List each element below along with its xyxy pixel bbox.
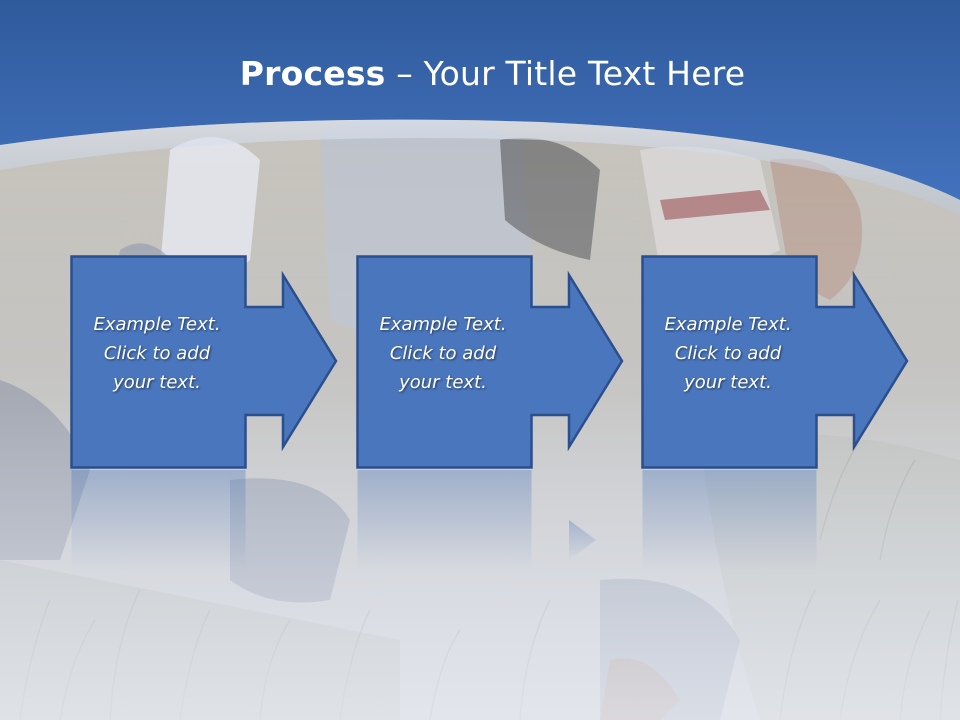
step-text-line: Click to add [674,343,782,364]
box-arrow-shape [641,255,909,469]
title-bold: Process [239,54,386,93]
step-text-line: Example Text. [379,314,507,335]
process-step-1[interactable]: Example Text. Click to add your text. [70,255,342,469]
step-text-line: your text. [113,372,201,393]
step-text-line: your text. [684,372,772,393]
slide-title[interactable]: Process – Your Title Text Here [0,52,960,96]
step-text-line: Example Text. [93,314,221,335]
process-step-3[interactable]: Example Text. Click to add your text. [641,255,913,469]
step-text[interactable]: Example Text. Click to add your text. [72,310,242,397]
step-text-line: Example Text. [664,314,792,335]
box-arrow-shape [356,255,624,469]
step-text-line: Click to add [103,343,211,364]
step-text-line: Click to add [389,343,497,364]
step-text-line: your text. [399,372,487,393]
box-arrow-shape [70,255,338,469]
process-step-2[interactable]: Example Text. Click to add your text. [356,255,628,469]
title-rest: – Your Title Text Here [385,54,746,93]
step-text[interactable]: Example Text. Click to add your text. [358,310,528,397]
step-text[interactable]: Example Text. Click to add your text. [643,310,813,397]
